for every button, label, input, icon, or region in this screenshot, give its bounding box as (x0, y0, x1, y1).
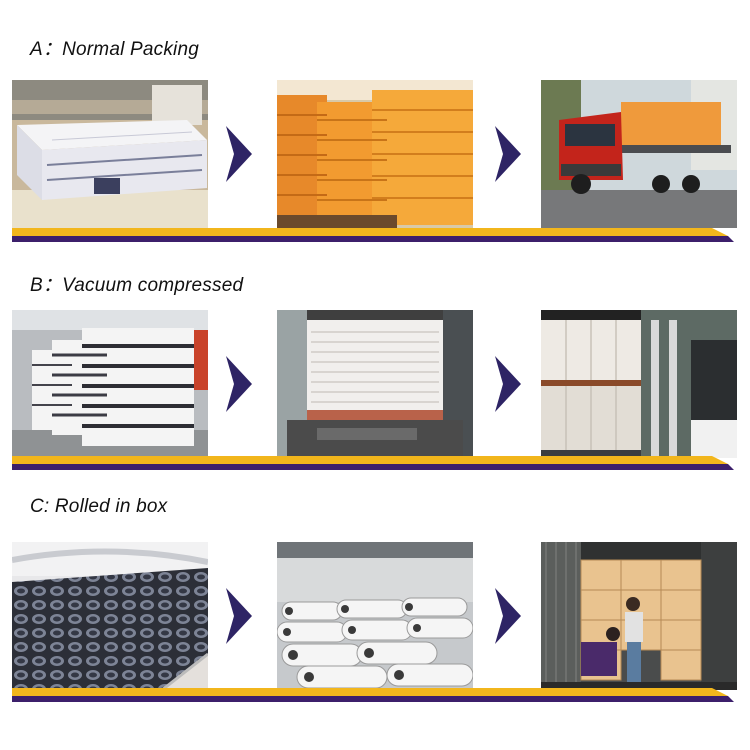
arrow-icon (226, 356, 252, 412)
arrow-icon (495, 126, 521, 182)
decorative-band (12, 688, 734, 702)
arrow-icon (495, 588, 521, 644)
compression-machine-photo (277, 310, 473, 458)
red-truck-loaded-photo (541, 80, 737, 228)
orange-wrapped-mattress-stack-photo (277, 80, 473, 228)
section-b-title: B：Vacuum compressed (30, 275, 244, 296)
forklift-loading-photo (541, 310, 737, 458)
section-c-title: C: Rolled in box (30, 496, 168, 517)
arrow-icon (495, 356, 521, 412)
mattress-on-table-photo (12, 80, 208, 228)
arrow-icon (226, 126, 252, 182)
white-mattress-stack-photo (12, 310, 208, 458)
section-a-title: A：Normal Packing (30, 39, 199, 60)
workers-loading-boxes-photo (541, 542, 737, 690)
decorative-band (12, 228, 734, 242)
rolled-mattresses-warehouse-photo (277, 542, 473, 690)
spring-coil-unit-photo (12, 542, 208, 690)
decorative-band (12, 456, 734, 470)
arrow-icon (226, 588, 252, 644)
